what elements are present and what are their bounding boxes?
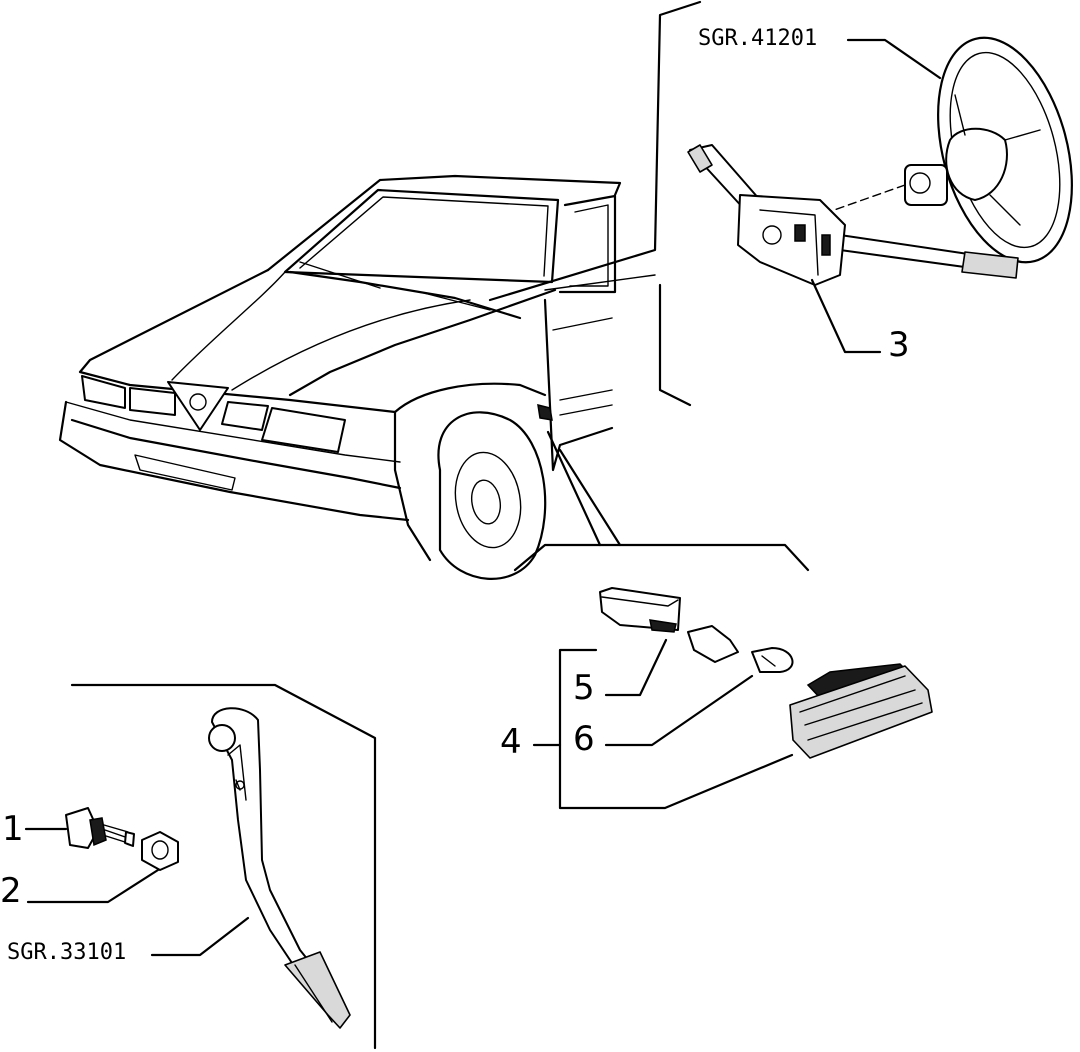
callout-6-leader (604, 674, 754, 747)
callout-6: 6 (573, 719, 595, 759)
ref-steering-wheel-leader (846, 38, 942, 80)
callout-3: 3 (888, 325, 910, 365)
ref-pedal: SGR.33101 (7, 940, 126, 965)
group-4-bracket (558, 648, 794, 810)
brake-pedal-illustration (208, 707, 351, 1029)
side-marker-detail-leader (546, 430, 622, 547)
steering-detail-leader-lower (544, 274, 656, 291)
callout-1: 1 (2, 809, 24, 849)
stop-light-switch-1 (65, 807, 135, 849)
ref-steering-wheel: SGR.41201 (698, 26, 817, 51)
side-marker-bulb-holder (687, 625, 739, 663)
side-marker-detail-frame (513, 543, 810, 572)
callout-2: 2 (0, 871, 22, 911)
steering-wheel-illustration (904, 36, 1073, 264)
callout-4: 4 (500, 722, 522, 762)
pedal-detail-frame (70, 683, 377, 1050)
callout-5-leader (604, 638, 668, 697)
ref-pedal-leader (150, 916, 250, 957)
callout-2-leader (26, 868, 160, 904)
callout-3-leader (810, 278, 882, 354)
nut-2 (141, 831, 179, 871)
side-marker-bulb-6 (751, 647, 794, 673)
steering-detail-leader (488, 0, 702, 302)
callout-5: 5 (573, 668, 595, 708)
car-illustration (58, 174, 692, 580)
column-switch-illustration (687, 144, 1019, 286)
side-marker-lens (789, 663, 933, 759)
side-marker-socket-5 (599, 587, 681, 633)
steering-axis-dashed (819, 184, 906, 216)
